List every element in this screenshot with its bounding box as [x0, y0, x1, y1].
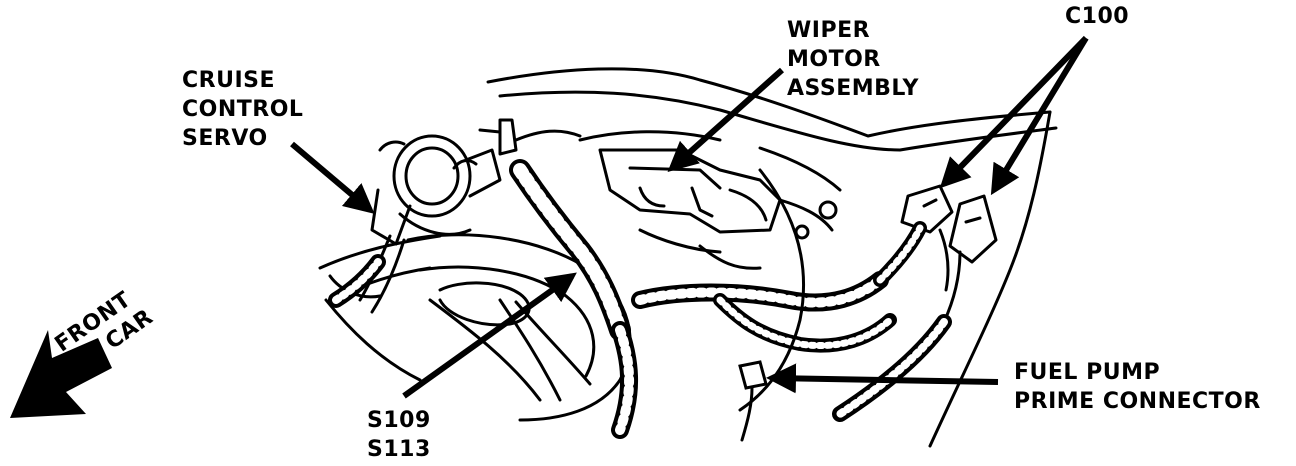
- splice-arrow: [402, 272, 577, 399]
- leader-arrows: [290, 35, 1089, 399]
- wiring-harness: [328, 159, 952, 439]
- c100-arrow-right: [990, 36, 1089, 196]
- c100-label: C100: [1065, 4, 1130, 29]
- fuel-pump-prime-connector-label: FUEL PUMP PRIME CONNECTOR: [1014, 360, 1261, 414]
- cruise-control-servo-label: CRUISE CONTROL SERVO: [182, 68, 304, 151]
- front-of-car-arrow: [10, 330, 112, 418]
- fuel-pump-prime-connector: [738, 360, 768, 442]
- splice-label: S109 S113: [367, 408, 431, 462]
- wiper-motor-arrow: [667, 67, 784, 172]
- wiper-motor-assembly-label: WIPER MOTOR ASSEMBLY: [787, 18, 919, 101]
- c100-arrow-left: [939, 35, 1089, 189]
- cruise-servo-arrow: [290, 141, 375, 214]
- c100-connectors: [900, 184, 998, 324]
- cruise-control-servo: [358, 118, 582, 314]
- wiper-motor-assembly: [598, 148, 838, 270]
- cowl-outline: [486, 67, 1058, 448]
- fuel-pump-arrow: [766, 363, 999, 394]
